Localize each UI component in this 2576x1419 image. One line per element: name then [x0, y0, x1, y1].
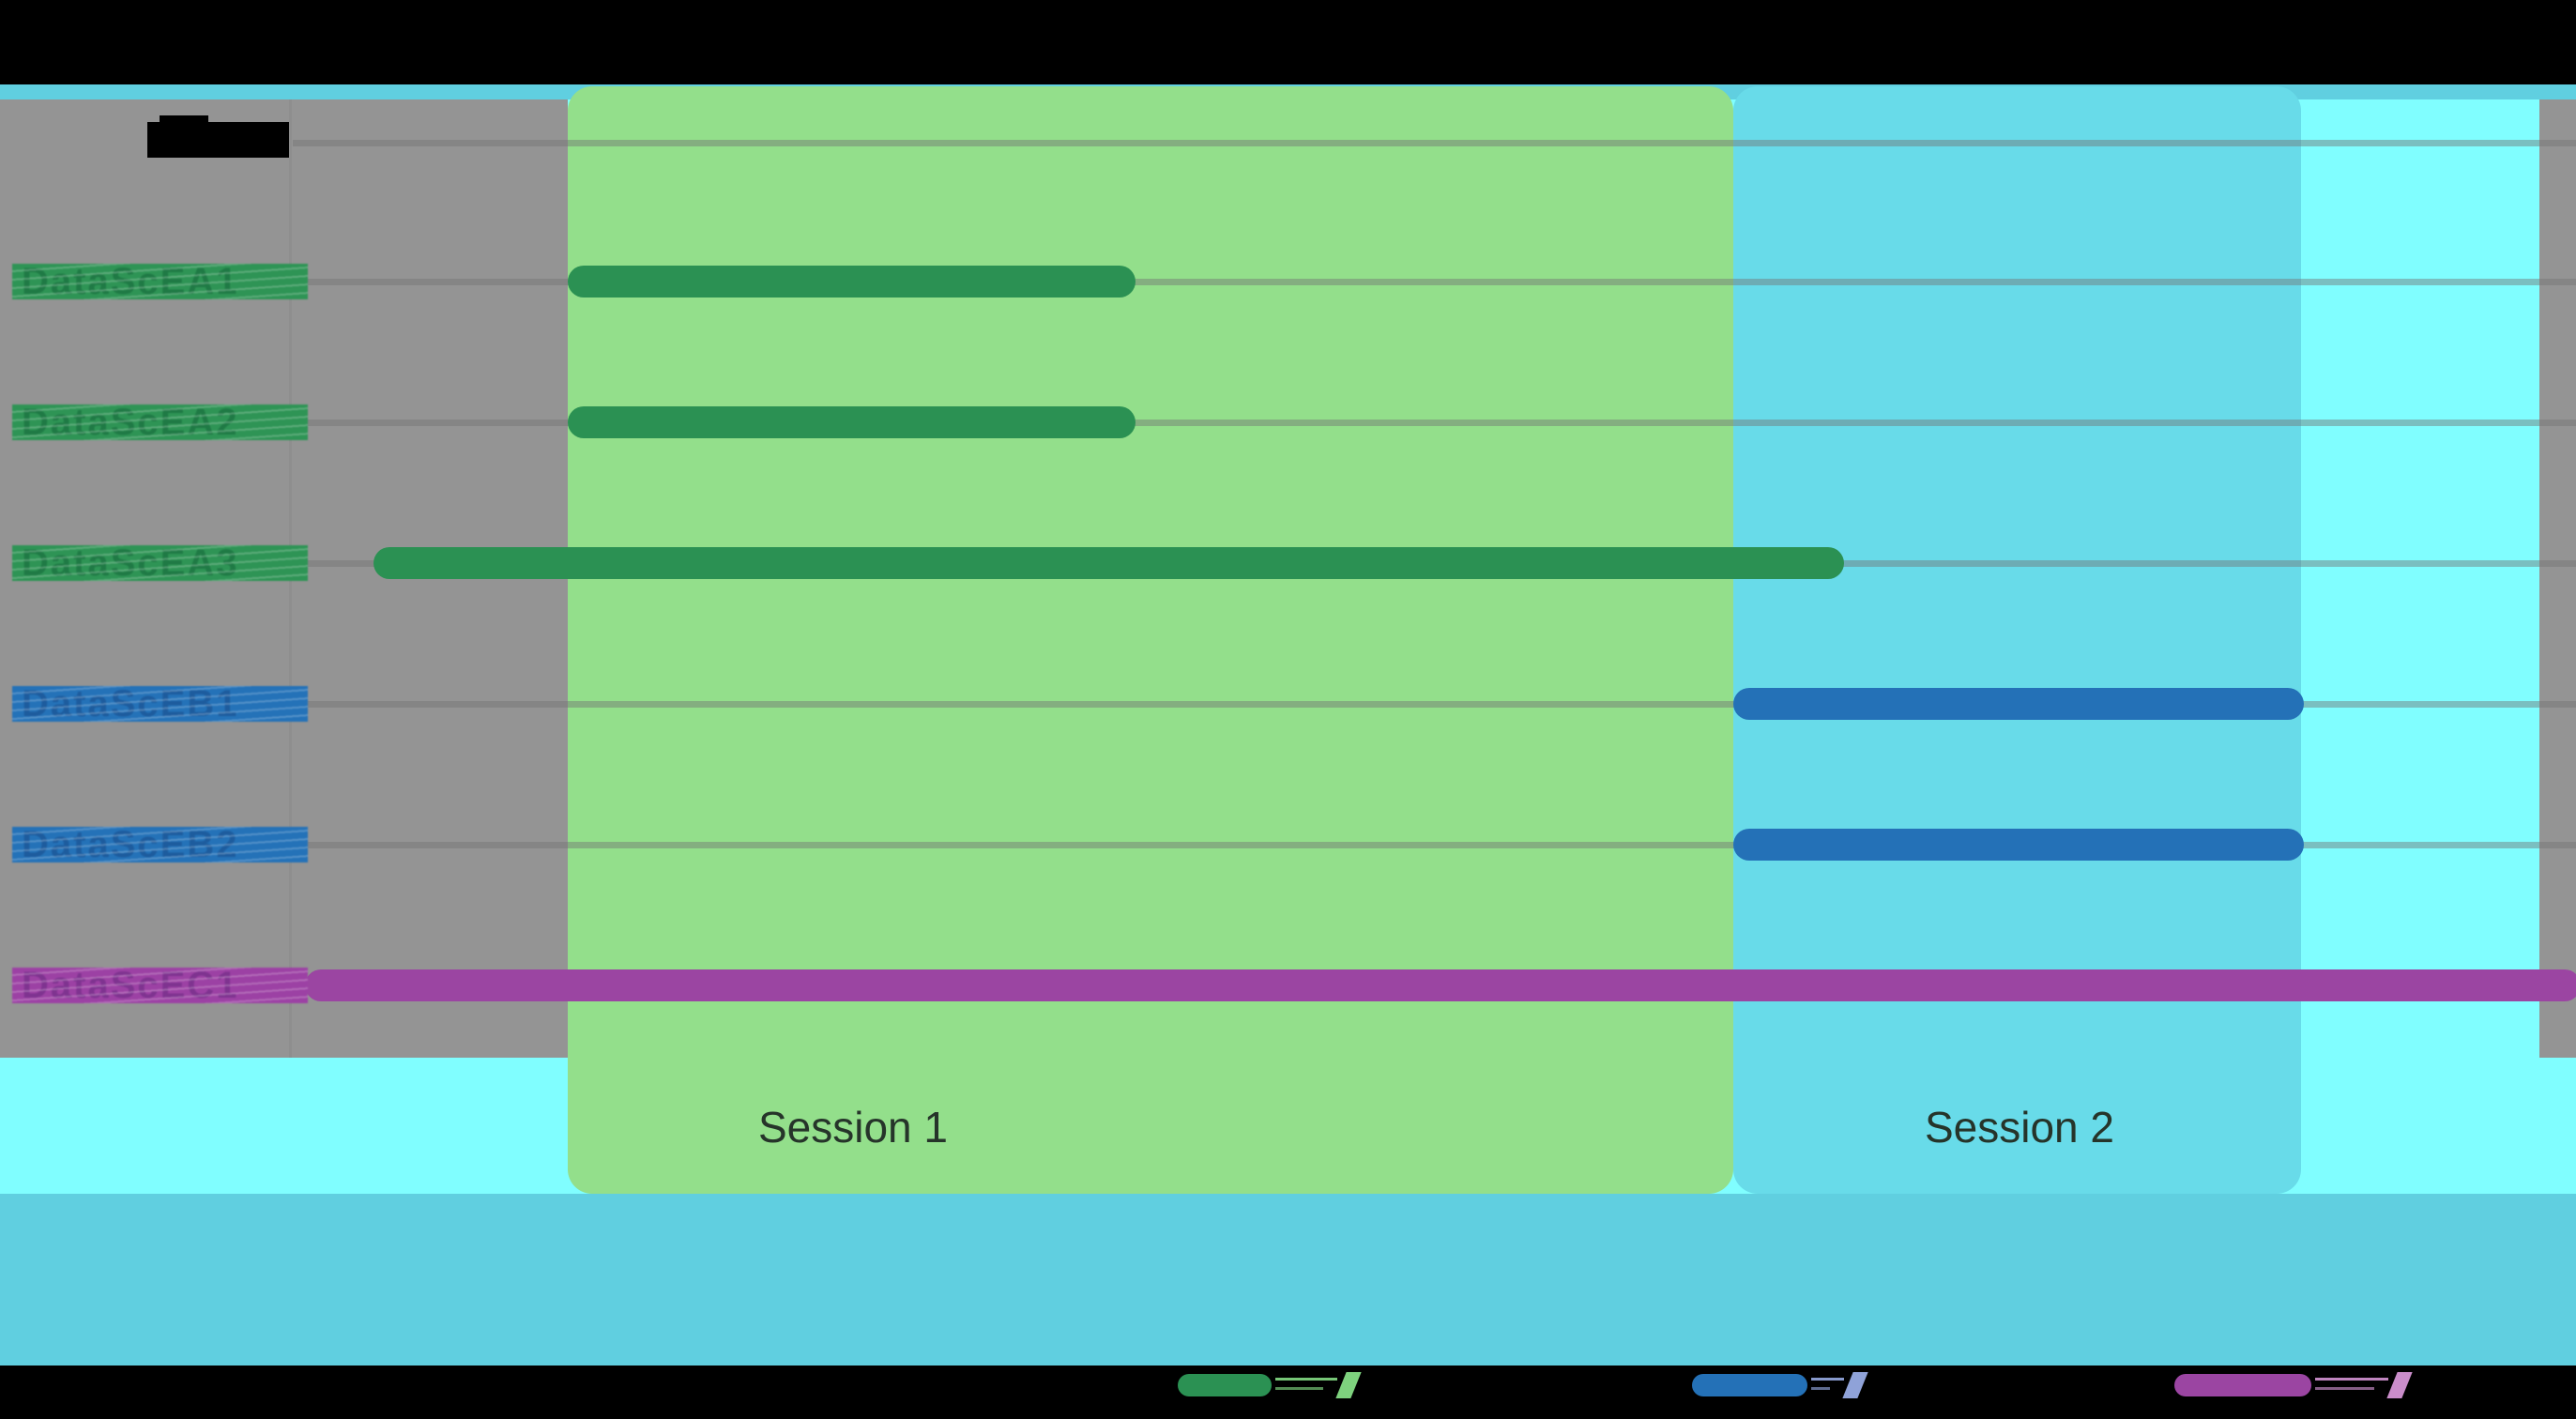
- row-label-row-5: DataScEB2: [12, 827, 308, 862]
- row-gridline: [293, 140, 2576, 146]
- session-span-1: [568, 86, 1733, 1194]
- row-label-text: DataScEC1: [22, 968, 239, 1003]
- row-label-text: DataScEA2: [22, 404, 239, 440]
- task-bar-green: [568, 266, 1136, 298]
- session-label-2: Session 2: [1924, 1103, 2115, 1152]
- task-bar-purple: [305, 969, 2576, 1001]
- task-bar-green: [373, 547, 1844, 579]
- task-bar-blue: [1733, 829, 2304, 861]
- legend-glitch-streak: [1811, 1378, 1844, 1381]
- row-label-row-6: DataScEC1: [12, 968, 308, 1003]
- legend-glitch-streak: [1275, 1378, 1337, 1381]
- legend-glitch-streak: [1811, 1387, 1830, 1390]
- row-label-row-4: DataScEB1: [12, 686, 308, 722]
- task-bar-blue: [1733, 688, 2304, 720]
- legend-label-redacted: [1375, 1372, 1525, 1398]
- session-span-2: [1733, 86, 2301, 1194]
- legend-glitch-streak: [2315, 1387, 2374, 1390]
- task-bar-green: [568, 406, 1136, 438]
- legend-label-redacted: [1882, 1372, 2032, 1398]
- row-label-text: DataScEA1: [22, 264, 239, 299]
- time-title-redaction-box: Time: [147, 122, 289, 158]
- row-label-row-1: DataScEA1: [12, 264, 308, 299]
- bottom-legend-bar: [0, 1366, 2576, 1419]
- legend-glitch-streak: [2315, 1378, 2388, 1381]
- legend-label-redacted: [2426, 1372, 2576, 1398]
- row-gridline: [293, 420, 2576, 426]
- row-label-text: DataScEB1: [22, 686, 239, 722]
- row-label-row-3: DataScEA3: [12, 545, 308, 581]
- legend-key-purple: [2174, 1374, 2311, 1396]
- legend-key-green: [1178, 1374, 1272, 1396]
- legend-glitch-streak: [1275, 1387, 1323, 1390]
- session-label-1: Session 1: [757, 1103, 949, 1152]
- row-label-text: DataScEA3: [22, 545, 239, 581]
- legend-key-blue: [1692, 1374, 1807, 1396]
- row-gridline: [293, 701, 2576, 708]
- time-title-t-glyph: [160, 115, 208, 125]
- top-letterbox-bar: [0, 0, 2576, 84]
- post-session-gray-span: [2539, 99, 2576, 1058]
- row-gridline: [293, 279, 2576, 285]
- time-title-text: Time: [147, 122, 226, 158]
- row-gridline: [293, 842, 2576, 848]
- row-label-text: DataScEB2: [22, 827, 239, 862]
- row-label-row-2: DataScEA2: [12, 404, 308, 440]
